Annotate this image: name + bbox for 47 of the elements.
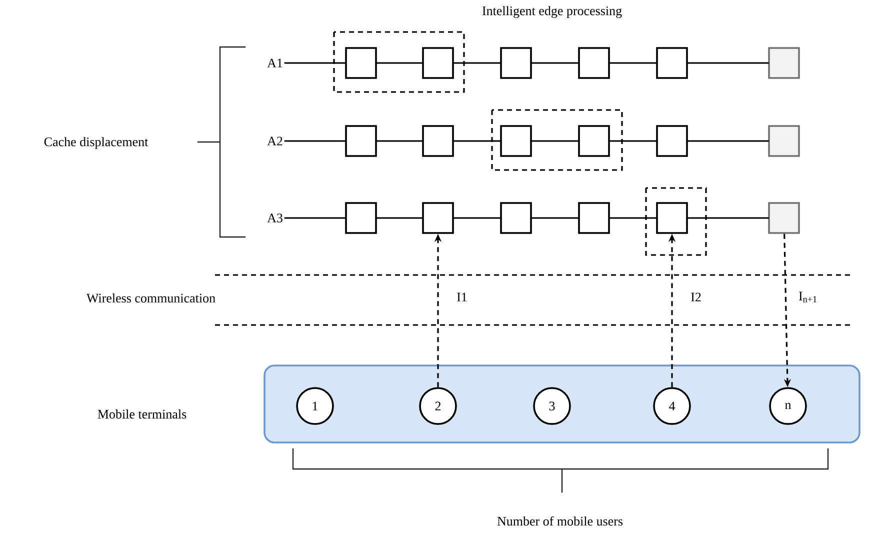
connector-line [531, 140, 579, 142]
connector-line [531, 217, 579, 219]
connector-line [609, 62, 657, 64]
edge-label: I1 [457, 292, 467, 302]
connector-line [376, 62, 423, 64]
square-node [345, 125, 377, 157]
connector-line [376, 217, 423, 219]
square-node [768, 125, 800, 157]
heading: Intelligent edge processing [482, 6, 622, 18]
connector-line [453, 140, 501, 142]
row-label: A2 [267, 136, 282, 146]
connector-line [687, 62, 769, 64]
connector-line [609, 217, 657, 219]
connector-line [531, 62, 579, 64]
square-node [422, 202, 454, 234]
square-node [422, 47, 454, 79]
side-label: Wireless communication [86, 293, 216, 303]
connector-line [687, 217, 769, 219]
connector-line [687, 140, 769, 142]
square-node [500, 47, 532, 79]
connector-line [453, 62, 501, 64]
side-label: Cache displacement [44, 137, 148, 149]
square-node [656, 125, 688, 157]
square-node [768, 202, 800, 234]
edge-label: I2 [691, 292, 701, 302]
square-node [768, 47, 800, 79]
row-label: A1 [267, 58, 282, 68]
square-node [500, 202, 532, 234]
connector-line [376, 140, 423, 142]
edge-label: I$_{n+1}$ [798, 292, 816, 302]
connector-line [453, 217, 501, 219]
square-node [422, 125, 454, 157]
square-node [578, 47, 610, 79]
square-node [656, 47, 688, 79]
square-node [578, 125, 610, 157]
connector-line [284, 140, 346, 142]
square-node [345, 202, 377, 234]
square-node [656, 202, 688, 234]
connector-line [284, 217, 346, 219]
row-label: A3 [267, 214, 282, 222]
square-node [345, 47, 377, 79]
connector-line [284, 62, 346, 64]
bracket-label: Number of mobile users [497, 516, 623, 526]
connector-line [609, 140, 657, 142]
square-node [500, 125, 532, 157]
square-node [578, 202, 610, 234]
side-label: Mobile terminals [98, 409, 186, 419]
